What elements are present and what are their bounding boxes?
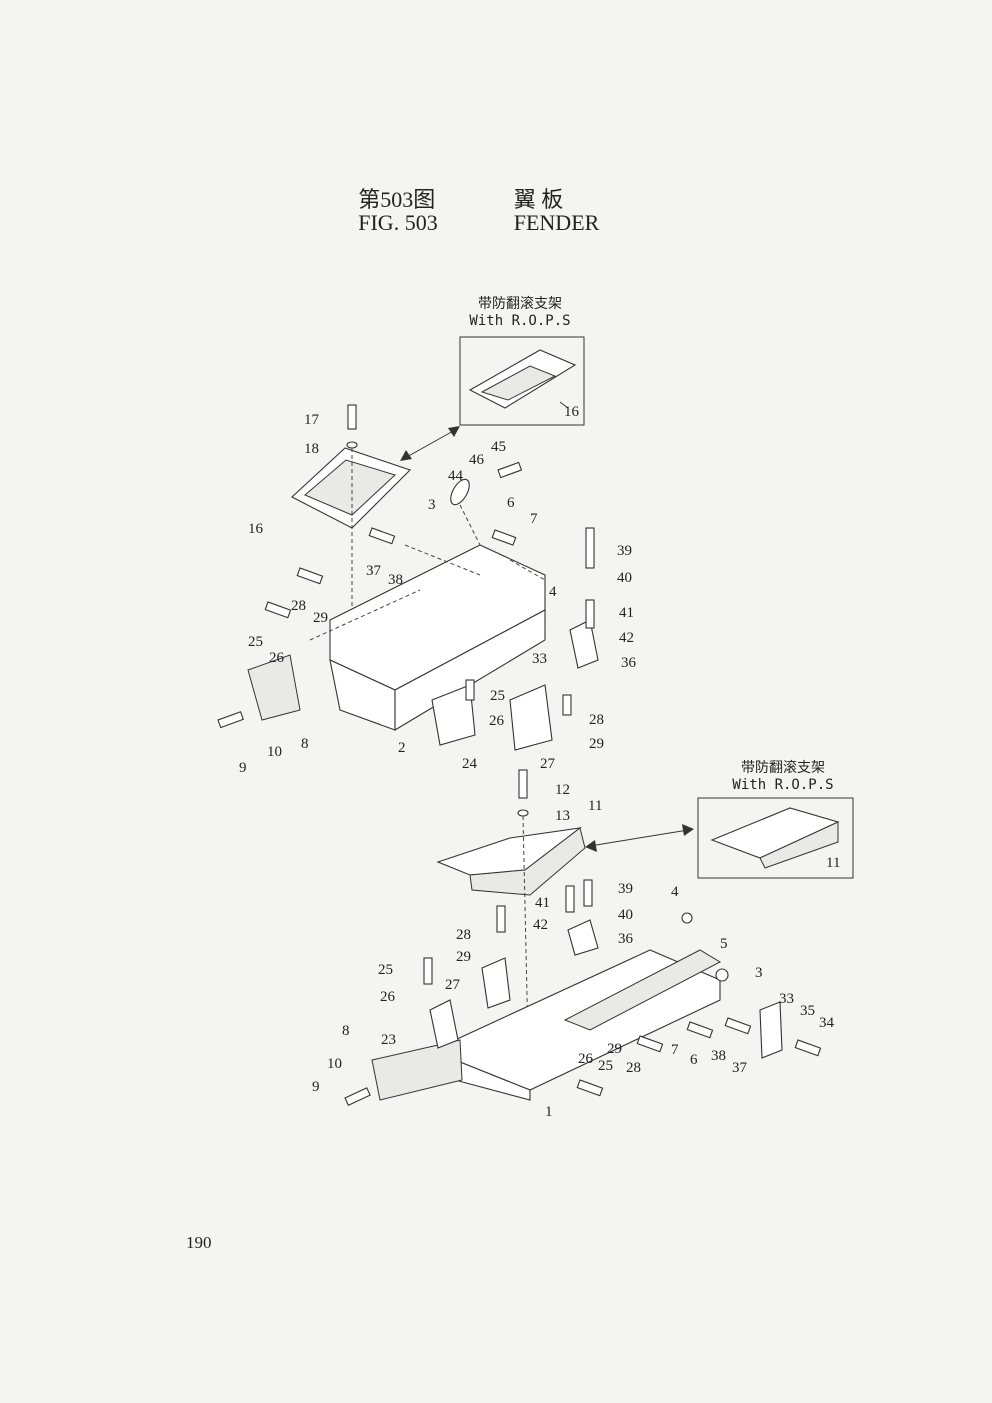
double-arrow-lower-icon [585,824,694,852]
callout: 36 [621,655,637,671]
callout: 16 [248,521,264,537]
callout: 40 [617,570,632,586]
callout: 23 [381,1032,396,1048]
callout: 26 [269,650,285,666]
callout: 4 [671,884,679,900]
callout: 41 [619,605,634,621]
inset-box-lower [697,797,854,879]
callout: 25 [248,634,263,650]
callout: 26 [380,989,396,1005]
callout: 3 [755,965,763,981]
inset-caption-upper-cn: 带防翻滚支架 [478,296,562,312]
callout: 6 [507,495,515,511]
callout: 25 [378,962,393,978]
callout: 4 [549,584,557,600]
callout: 10 [327,1056,342,1072]
callout: 9 [312,1079,320,1095]
callout: 26 [489,713,505,729]
callout: 35 [800,1003,815,1019]
inset-caption-lower: 带防翻滚支架 With R.O.P.S [718,760,848,794]
callout: 13 [555,808,570,824]
callout-inset-16: 16 [564,404,580,420]
callout: 2 [398,740,406,756]
double-arrow-upper-icon [400,426,460,461]
callout: 9 [239,760,247,776]
callout: 38 [711,1048,726,1064]
callout: 40 [618,907,633,923]
callout-inset-11: 11 [826,855,840,871]
callout: 11 [588,798,602,814]
callout: 7 [530,511,538,527]
callout: 25 [598,1058,613,1074]
callout: 6 [690,1052,698,1068]
callout: 41 [535,895,550,911]
callout: 34 [819,1015,835,1031]
inset-caption-lower-en: With R.O.P.S [732,777,834,793]
callout: 27 [445,977,461,993]
callout: 5 [720,936,728,952]
callout: 10 [267,744,282,760]
lower-assembly-drawing [344,769,822,1106]
callout: 27 [540,756,556,772]
page-number: 190 [186,1233,212,1252]
callout: 45 [491,439,506,455]
callout: 42 [533,917,548,933]
callout: 37 [366,563,382,579]
callout: 42 [619,630,634,646]
figure-title-cn: 第503图 翼 板 [0,182,992,214]
figure-name-cn: 翼 板 [513,187,564,212]
figure-number-en: FIG. 503 [358,210,438,235]
callout: 29 [313,610,328,626]
callout: 8 [301,736,309,752]
callout: 8 [342,1023,350,1039]
callout: 1 [545,1104,553,1120]
callout: 33 [532,651,547,667]
callout: 46 [469,452,485,468]
callout: 36 [618,931,634,947]
callout: 7 [671,1042,679,1058]
callout: 28 [456,927,471,943]
callout: 25 [490,688,505,704]
callout: 24 [462,756,478,772]
callout: 29 [607,1041,622,1057]
figure-name-en: FENDER [513,210,600,235]
inset-caption-upper-en: With R.O.P.S [469,313,571,329]
callout: 38 [388,572,403,588]
callout: 12 [555,782,570,798]
callout: 37 [732,1060,748,1076]
callout: 18 [304,441,319,457]
callout: 28 [589,712,604,728]
callout: 44 [448,468,464,484]
callout: 29 [589,736,604,752]
inset-caption-lower-cn: 带防翻滚支架 [741,760,825,776]
callout: 28 [291,598,306,614]
callout: 33 [779,991,794,1007]
callout-labels: 16 17 18 16 45 46 44 3 6 7 39 40 37 38 4… [239,404,840,1120]
inset-caption-upper: 带防翻滚支架 With R.O.P.S [455,296,585,330]
callout: 17 [304,412,320,428]
upper-assembly-drawing [217,404,599,751]
figure-title-en: FIG. 503 FENDER [0,210,992,236]
inset-box-upper [459,336,585,426]
callout: 29 [456,949,471,965]
callout: 26 [578,1051,594,1067]
figure-number-cn: 第503图 [358,187,436,212]
callout: 39 [618,881,633,897]
callout: 3 [428,497,436,513]
callout: 28 [626,1060,641,1076]
callout: 39 [617,543,632,559]
